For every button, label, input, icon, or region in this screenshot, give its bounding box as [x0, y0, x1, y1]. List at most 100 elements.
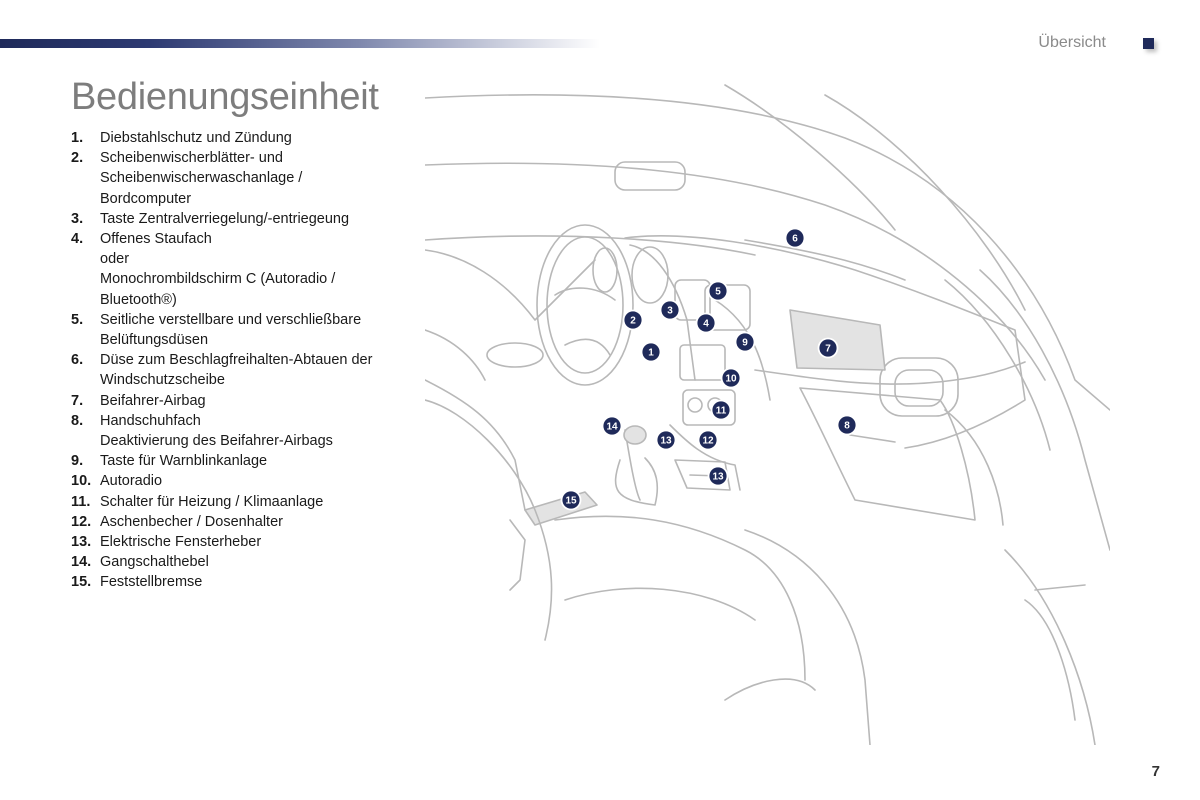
legend-item-number: 5.: [71, 311, 84, 328]
legend-item-line: Belüftungsdüsen: [100, 332, 209, 349]
page-number: 7: [1151, 763, 1160, 780]
legend-item-text: Elektrische Fensterheber: [100, 532, 411, 552]
legend-item-number: 6.: [71, 352, 84, 369]
legend-item-number: 3.: [71, 210, 84, 227]
legend-item-text: Seitliche verstellbare und verschließbar…: [100, 310, 411, 350]
legend-item-text: Taste Zentralverriegelung/-entriegeung: [100, 209, 411, 229]
legend-item: 15. Feststellbremse: [71, 572, 411, 592]
svg-text:4: 4: [703, 319, 709, 330]
legend-item-line: Windschutzscheibe: [100, 372, 225, 389]
svg-text:10: 10: [725, 374, 737, 385]
legend-item-line: Offenes Staufach: [100, 231, 212, 248]
legend-item-number: 13.: [71, 534, 92, 551]
legend-item-line: Autoradio: [100, 473, 163, 490]
callout-badge: 13: [655, 429, 677, 451]
callout-badge: 2: [622, 309, 644, 331]
legend-item-line: Deaktivierung des Beifahrer-Airbags: [100, 433, 333, 450]
legend-item: 9. Taste für Warnblinkanlage: [71, 451, 411, 471]
legend-item: 1. Diebstahlschutz und Zündung: [71, 128, 411, 148]
legend-item-line: Bluetooth®): [100, 291, 177, 308]
legend-item: 5. Seitliche verstellbare und verschließb…: [71, 310, 411, 350]
legend-item-text: Feststellbremse: [100, 572, 411, 592]
section-marker-icon: [1143, 38, 1154, 49]
svg-text:5: 5: [715, 287, 721, 298]
legend-item-number: 11.: [71, 493, 91, 510]
callout-badge: 8: [836, 414, 858, 436]
legend-item-number: 9.: [71, 453, 84, 470]
svg-text:15: 15: [565, 496, 577, 507]
svg-text:3: 3: [667, 306, 673, 317]
callout-badge: 4: [695, 312, 717, 334]
svg-text:11: 11: [716, 406, 727, 417]
callout-badge: 1: [640, 341, 662, 363]
callout-badge: 6: [784, 227, 806, 249]
legend-item-line: Taste Zentralverriegelung/-entriegeung: [100, 210, 350, 227]
legend-item-line: Gangschalthebel: [100, 554, 209, 571]
legend-item: 10. Autoradio: [71, 471, 411, 491]
svg-text:14: 14: [606, 422, 618, 433]
header-gradient-bar: [0, 39, 600, 48]
legend-item-text: Gangschalthebel: [100, 552, 411, 572]
legend-item-number: 12.: [71, 513, 92, 530]
legend-item-text: Taste für Warnblinkanlage: [100, 451, 411, 471]
legend-item-line: Taste für Warnblinkanlage: [100, 453, 268, 470]
section-label: Übersicht: [1038, 34, 1106, 51]
legend-item-number: 10.: [71, 473, 92, 490]
legend-item-number: 4.: [71, 231, 84, 248]
callout-badge: 14: [601, 415, 623, 437]
legend-item-line: Düse zum Beschlagfreihalten-Abtauen der: [100, 352, 373, 369]
legend-item-line: Scheibenwischerwaschanlage /: [100, 170, 303, 187]
callout-badge: 13: [707, 465, 729, 487]
legend-item-text: Diebstahlschutz und Zündung: [100, 128, 411, 148]
legend-item-line: Handschuhfach: [100, 412, 201, 429]
legend-item-line: Scheibenwischerblätter- und: [100, 150, 283, 167]
legend-item: 13. Elektrische Fensterheber: [71, 532, 411, 552]
callout-badge: 3: [659, 299, 681, 321]
legend-item: 7. Beifahrer-Airbag: [71, 391, 411, 411]
svg-text:1: 1: [648, 348, 654, 359]
legend-item-text: Autoradio: [100, 471, 411, 491]
legend-item-number: 7.: [71, 392, 84, 409]
callout-badge: 7: [817, 337, 839, 359]
legend-item-number: 1.: [71, 130, 84, 146]
callout-badge: 5: [707, 280, 729, 302]
legend-item-number: 15.: [71, 574, 92, 591]
callout-badge: 10: [720, 367, 742, 389]
svg-text:13: 13: [660, 436, 672, 447]
legend-item-number: 8.: [71, 412, 84, 429]
legend-item: 14. Gangschalthebel: [71, 552, 411, 572]
legend-item-number: 2.: [71, 150, 84, 167]
legend-list: 1. Diebstahlschutz und Zündung 2. Scheibenw…: [71, 128, 411, 593]
callout-badge: 9: [734, 331, 756, 353]
svg-text:13: 13: [712, 472, 724, 483]
callout-badge: 12: [697, 429, 719, 451]
legend-item-line: Aschenbecher / Dosenhalter: [100, 513, 283, 530]
svg-text:8: 8: [844, 421, 850, 432]
legend-item-text: Aschenbecher / Dosenhalter: [100, 512, 411, 532]
legend-item: 3. Taste Zentralverriegelung/-entriegeung: [71, 209, 411, 229]
legend-item-line: Elektrische Fensterheber: [100, 534, 262, 551]
legend-item-number: 14.: [71, 554, 92, 571]
legend-item: 12. Aschenbecher / Dosenhalter: [71, 512, 411, 532]
svg-text:12: 12: [702, 436, 714, 447]
page-title: Bedienungseinheit: [71, 76, 379, 118]
legend-item-line: Feststellbremse: [100, 574, 203, 591]
svg-text:7: 7: [825, 344, 831, 355]
legend-item-line: Schalter für Heizung / Klimaanlage: [100, 493, 324, 510]
legend-item: 6. Düse zum Beschlagfreihalten-Abtauen de…: [71, 350, 411, 390]
legend-item-line: oder: [100, 251, 130, 268]
svg-text:9: 9: [742, 338, 748, 349]
legend-item: 11. Schalter für Heizung / Klimaanlage: [71, 492, 411, 512]
legend-item-text: Schalter für Heizung / Klimaanlage: [100, 492, 411, 512]
legend-item-text: Beifahrer-Airbag: [100, 391, 411, 411]
callout-badge: 15: [560, 489, 582, 511]
legend-item-line: Monochrombildschirm C (Autoradio /: [100, 271, 336, 288]
legend-item-line: Diebstahlschutz und Zündung: [100, 130, 292, 146]
